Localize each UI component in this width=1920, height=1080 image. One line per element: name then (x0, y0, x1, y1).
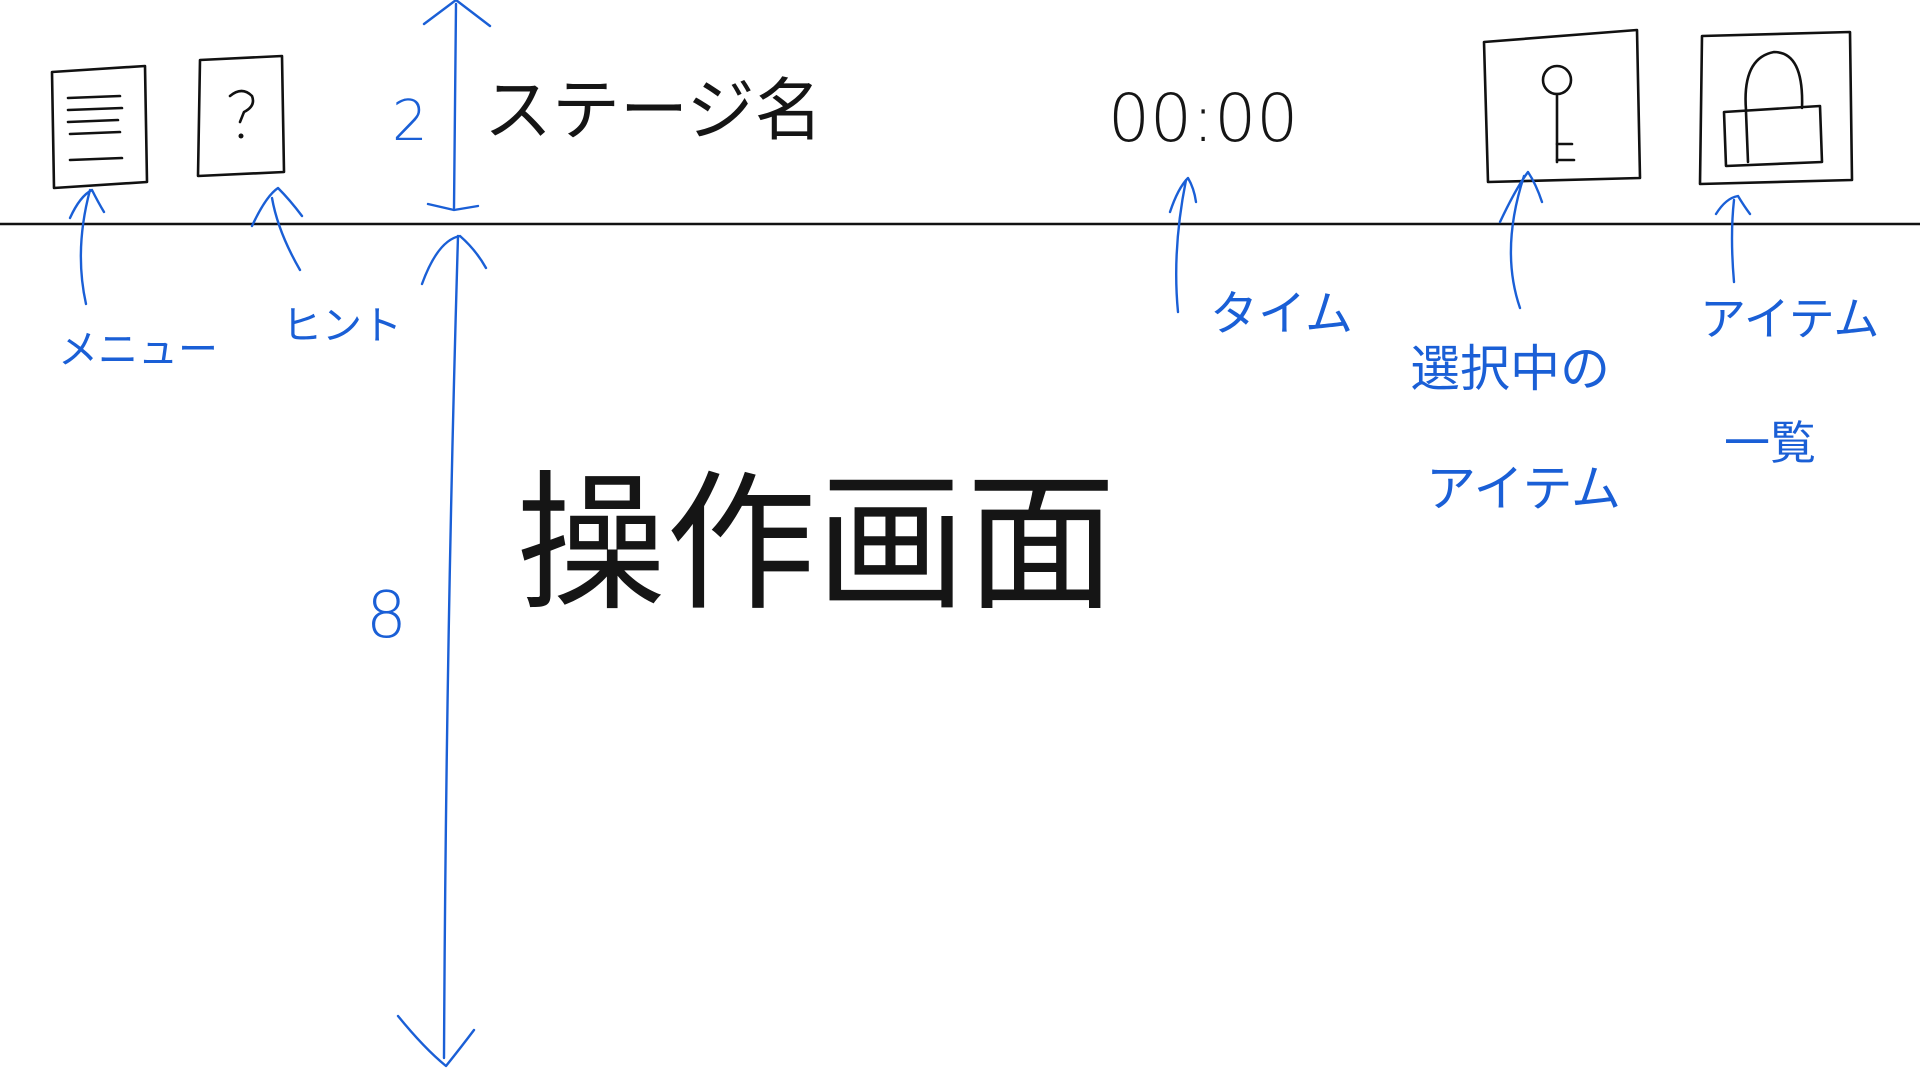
menu-icon (50, 64, 149, 190)
item-list-annotation-line2: 一覧 (1724, 416, 1816, 470)
hint-annotation: ヒント (282, 303, 402, 349)
main-height-label: 8 (366, 579, 407, 653)
main-play-area[interactable] (0, 226, 1920, 1080)
question-icon (196, 54, 286, 178)
time-annotation: タイム (1210, 286, 1354, 342)
menu-button[interactable] (50, 64, 150, 190)
item-list-annotation-arrow (1714, 194, 1752, 284)
header-height-arrow (422, 0, 492, 212)
menu-annotation-arrow (68, 188, 106, 306)
main-height-arrow (396, 234, 488, 1068)
menu-annotation: メニュー (58, 327, 218, 373)
time-annotation-arrow (1168, 176, 1198, 314)
selected-item-annotation-line2: アイテム (1426, 460, 1621, 518)
selected-item-annotation-line1: 選択中の (1410, 340, 1610, 398)
item-list-button[interactable] (1698, 30, 1854, 186)
item-list-annotation-line1: アイテム (1700, 292, 1880, 346)
key-icon (1482, 28, 1642, 184)
selected-item-annotation-arrow (1498, 170, 1544, 310)
stage-name: ステージ名 (484, 72, 823, 151)
timer-display: 00:00 (1108, 80, 1299, 157)
bag-icon (1698, 30, 1854, 186)
main-area-title: 操作画面 (516, 458, 1117, 632)
hint-button[interactable] (196, 54, 286, 178)
hint-annotation-arrow (250, 186, 304, 272)
selected-item-slot[interactable] (1482, 28, 1642, 184)
header-height-label: 2 (392, 89, 428, 154)
